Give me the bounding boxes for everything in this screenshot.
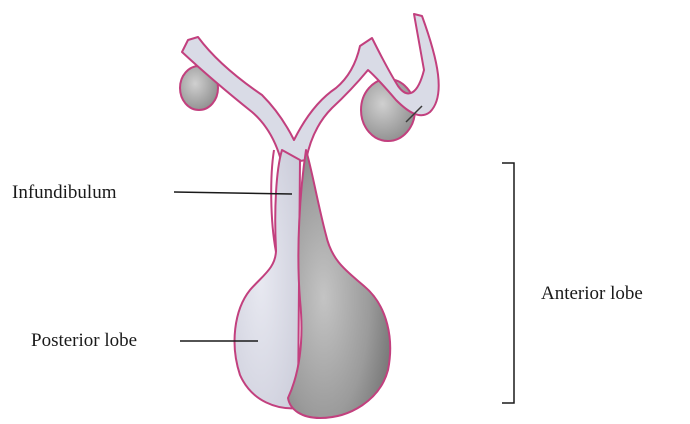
posterior-lobe-shape xyxy=(235,150,300,408)
infundibulum-leader xyxy=(174,192,292,194)
anterior-lobe-label: Anterior lobe xyxy=(541,284,643,303)
anterior-lobe-bracket xyxy=(502,163,514,403)
posterior-lobe-label: Posterior lobe xyxy=(31,331,137,350)
anterior-lobe-shape xyxy=(288,150,390,418)
stalk-branches xyxy=(182,14,439,164)
infundibulum-label: Infundibulum xyxy=(12,183,117,202)
